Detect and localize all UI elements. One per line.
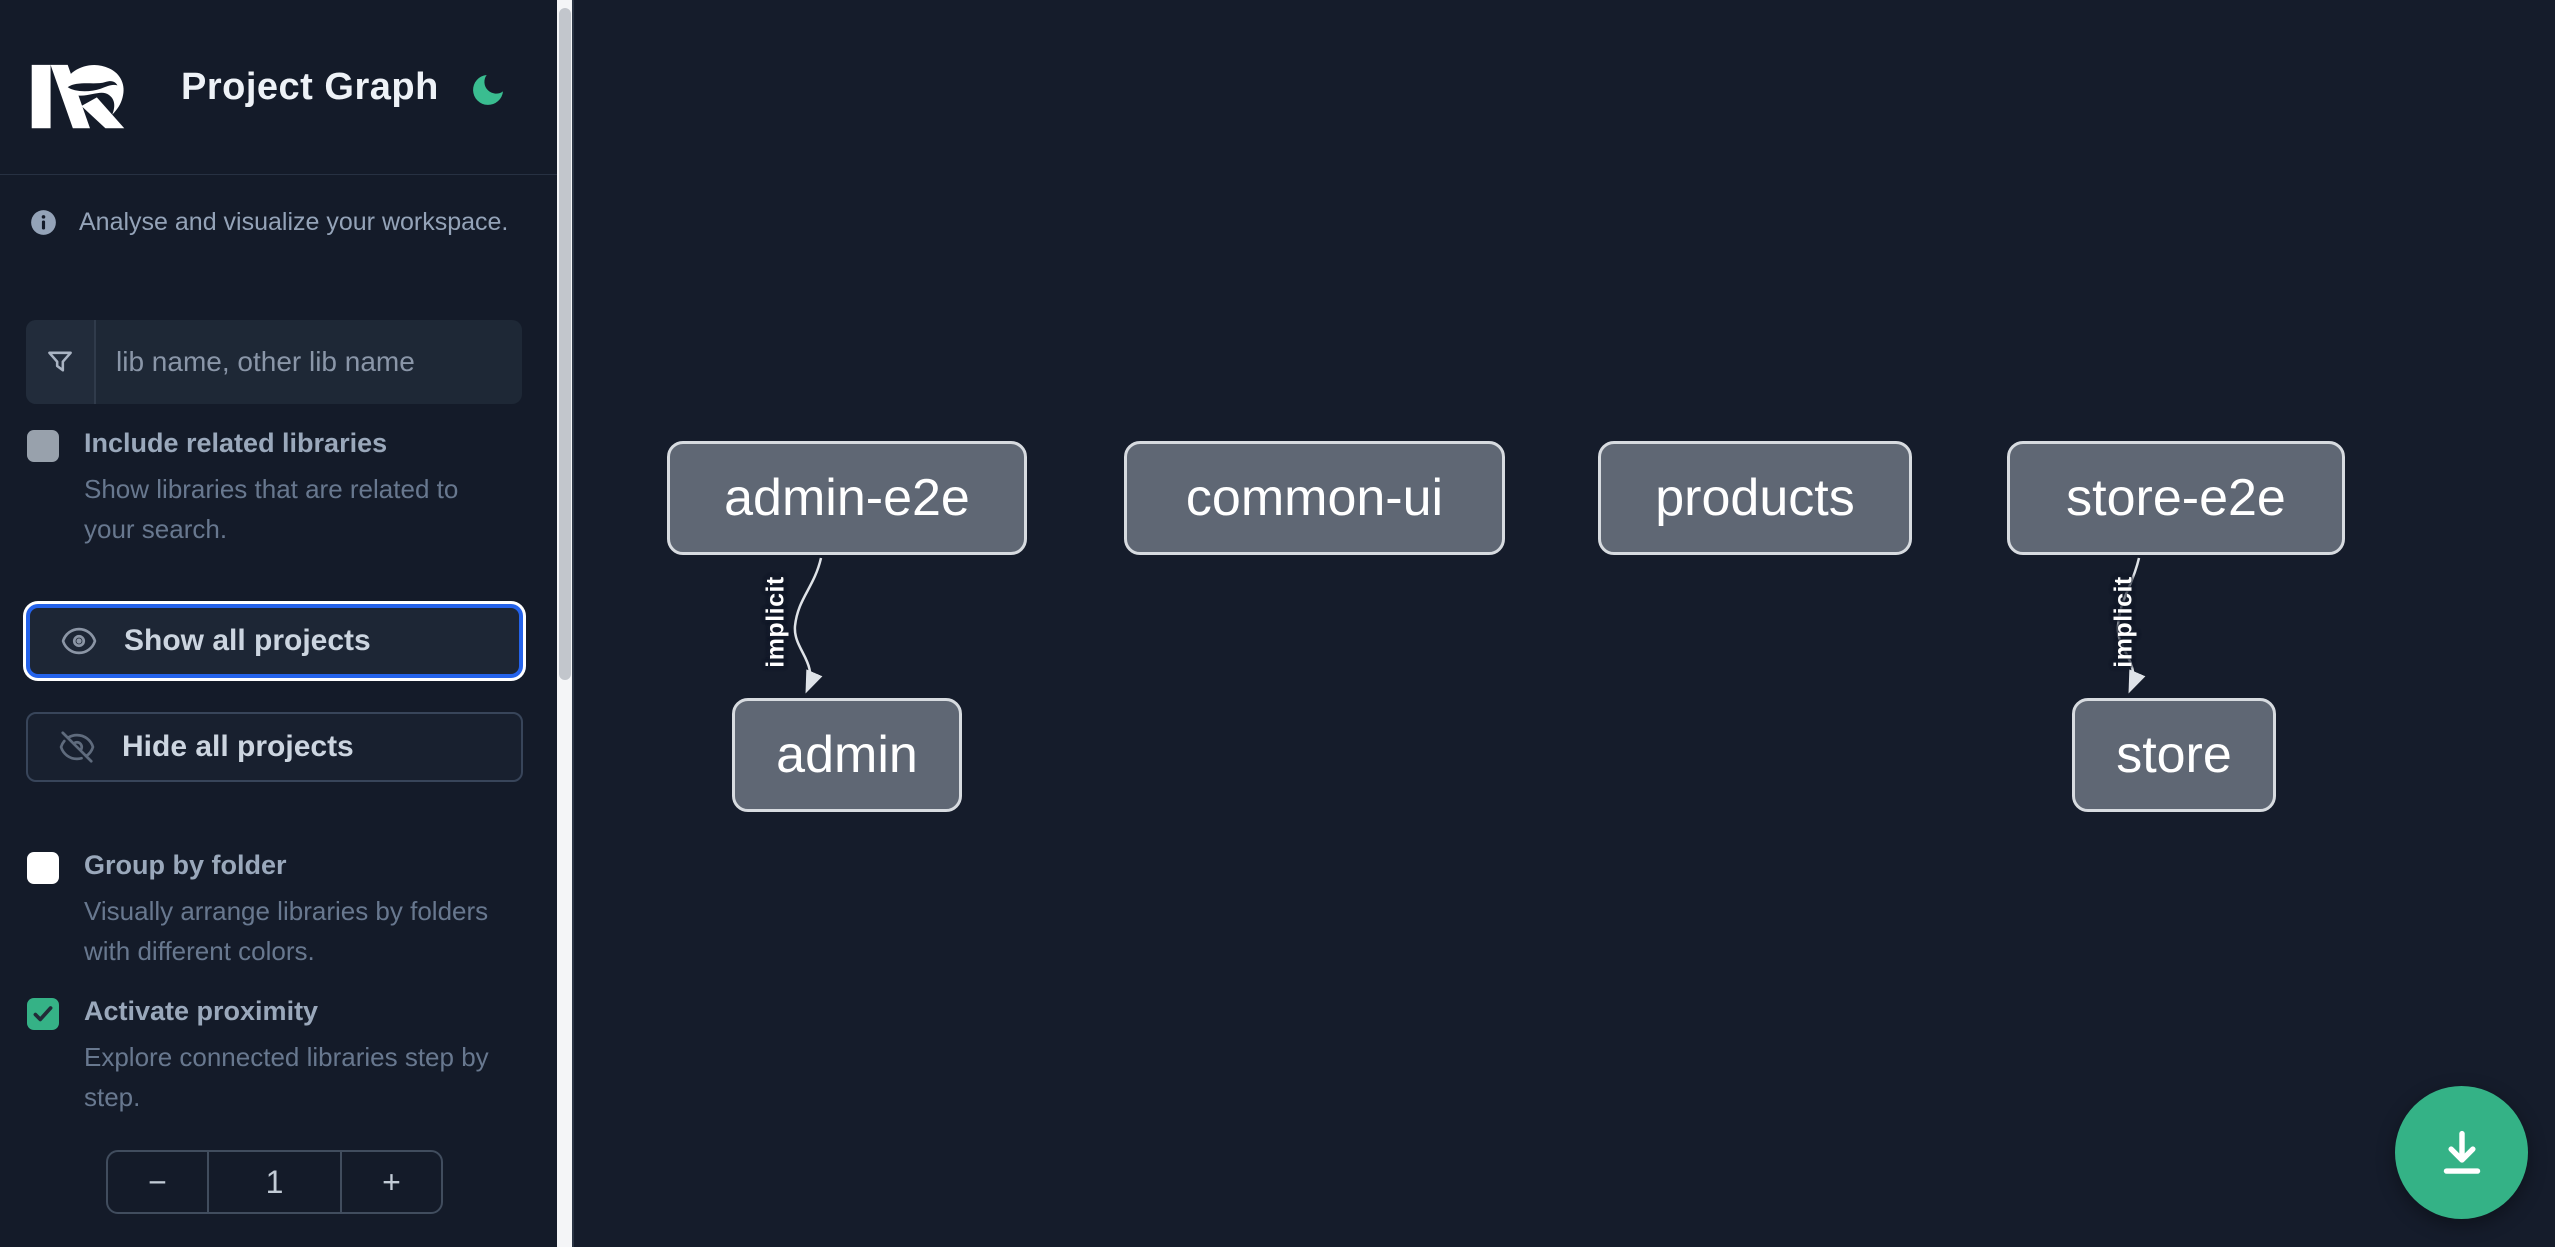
workspace-info: Analyse and visualize your workspace.: [30, 208, 530, 237]
page-title: Project Graph: [181, 66, 439, 108]
dark-mode-moon-icon[interactable]: [468, 70, 508, 110]
eye-slash-icon: [59, 731, 95, 763]
graph-node-admin[interactable]: admin: [732, 698, 962, 812]
activate-proximity-label[interactable]: Activate proximity: [84, 996, 319, 1026]
edge-admin-e2e-to-admin[interactable]: [793, 557, 823, 694]
sidebar-scrollbar[interactable]: [557, 0, 572, 1247]
group-by-folder-label[interactable]: Group by folder: [84, 850, 287, 880]
filter-box: [26, 320, 522, 404]
sidebar-header: Project Graph: [0, 0, 557, 175]
group-by-folder-checkbox[interactable]: [27, 852, 59, 884]
include-related-description: Show libraries that are related to your …: [84, 474, 459, 544]
include-related-label[interactable]: Include related libraries: [84, 428, 388, 458]
filter-input[interactable]: [96, 320, 522, 404]
show-all-projects-button[interactable]: Show all projects: [26, 604, 523, 678]
proximity-increment-button[interactable]: +: [382, 1163, 401, 1200]
hide-all-projects-button[interactable]: Hide all projects: [26, 712, 523, 782]
edge-store-e2e-to-store[interactable]: [2116, 557, 2146, 694]
graph-node-common-ui[interactable]: common-ui: [1124, 441, 1505, 555]
graph-edges: [793, 557, 2146, 694]
option-activate-proximity: Activate proximity Explore connected lib…: [27, 996, 527, 1117]
proximity-decrement-button[interactable]: −: [148, 1163, 167, 1200]
sidebar: Project Graph Analyse and visualize your…: [0, 0, 574, 1247]
proximity-depth-stepper: − 1 +: [106, 1150, 443, 1214]
graph-node-store-e2e[interactable]: store-e2e: [2007, 441, 2345, 555]
graph-node-products[interactable]: products: [1598, 441, 1912, 555]
sidebar-scrollbar-thumb[interactable]: [558, 8, 571, 680]
funnel-icon: [48, 351, 72, 372]
checkmark-icon: [33, 1006, 53, 1022]
info-icon: [31, 210, 56, 235]
activate-proximity-description: Explore connected libraries step by step…: [84, 1042, 489, 1112]
eye-icon: [61, 627, 97, 655]
filter-funnel-cell: [26, 320, 96, 404]
workspace-info-text: Analyse and visualize your workspace.: [79, 208, 509, 236]
download-graph-button[interactable]: [2395, 1086, 2528, 1219]
proximity-depth-value: 1: [207, 1152, 342, 1212]
hide-all-projects-label: Hide all projects: [122, 730, 354, 763]
activate-proximity-checkbox[interactable]: [27, 998, 59, 1030]
nx-logo: [31, 64, 125, 129]
include-related-checkbox[interactable]: [27, 430, 59, 462]
graph-node-store[interactable]: store: [2072, 698, 2276, 812]
option-group-by-folder: Group by folder Visually arrange librari…: [27, 850, 527, 971]
graph-node-admin-e2e[interactable]: admin-e2e: [667, 441, 1027, 555]
graph-canvas[interactable]: admin-e2e common-ui products store-e2e admin…: [576, 0, 2555, 1247]
show-all-projects-label: Show all projects: [124, 624, 371, 657]
download-icon: [2443, 1130, 2480, 1174]
group-by-folder-description: Visually arrange libraries by folders wi…: [84, 896, 489, 966]
option-include-related: Include related libraries Show libraries…: [27, 428, 527, 549]
